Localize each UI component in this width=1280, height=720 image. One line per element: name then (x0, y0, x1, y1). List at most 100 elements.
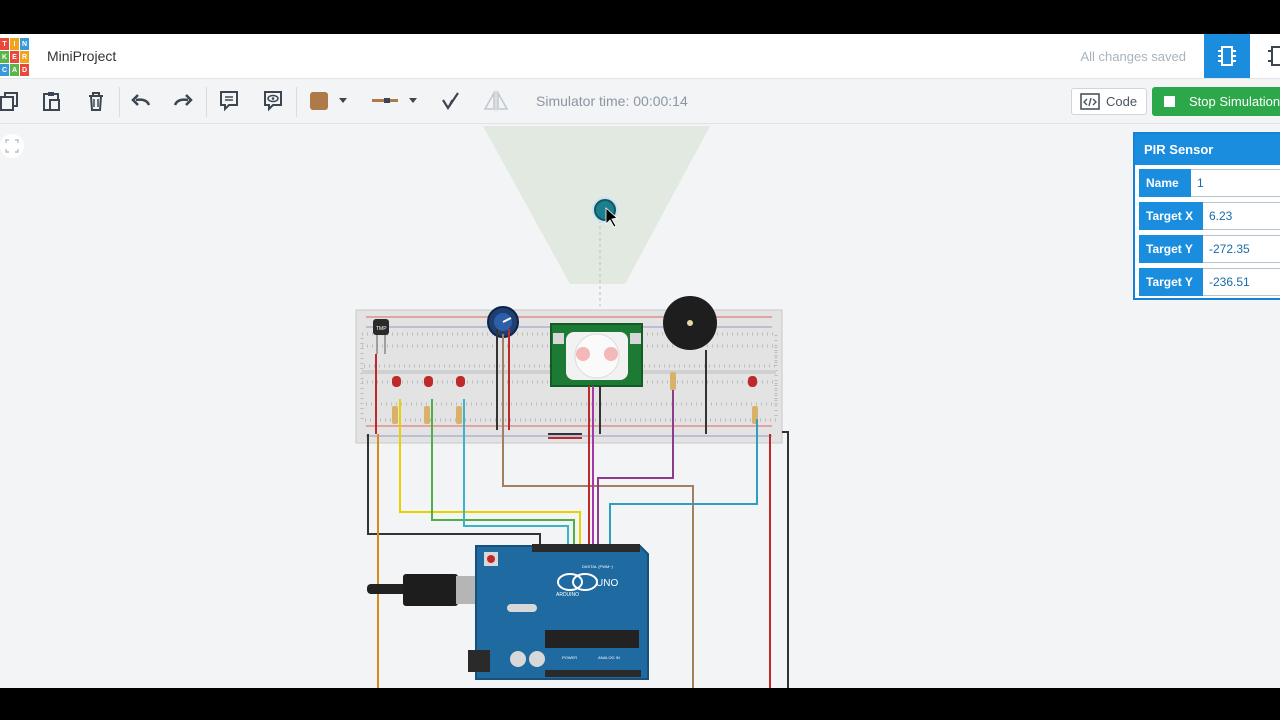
paste-button[interactable] (36, 87, 66, 115)
toolbar: Simulator time: 00:00:14 Code Stop Simul… (0, 79, 1280, 124)
pir-target-handle[interactable] (592, 197, 618, 223)
stop-icon (1164, 96, 1175, 107)
led-2[interactable] (424, 376, 433, 387)
analog-pins-label: ANALOG IN (598, 655, 620, 660)
logo-letter: N (20, 38, 29, 50)
color-swatch (310, 92, 328, 110)
color-picker[interactable] (305, 87, 355, 115)
project-title[interactable]: MiniProject (47, 48, 117, 64)
stop-simulation-button[interactable]: Stop Simulation (1152, 87, 1280, 116)
logo-letter: A (10, 64, 19, 76)
tinkercad-logo[interactable]: T I N K E R C A D (0, 38, 30, 78)
redo-button[interactable] (168, 87, 198, 115)
logo-letter: C (0, 64, 9, 76)
wire[interactable] (399, 399, 581, 546)
name-field[interactable]: 1 (1191, 169, 1280, 197)
toolbar-divider (296, 87, 297, 117)
undo-button[interactable] (126, 87, 156, 115)
target-x-field[interactable]: 6.23 (1203, 202, 1280, 230)
temperature-sensor[interactable]: TMP (373, 319, 389, 354)
pir-sensor[interactable] (550, 323, 643, 387)
toolbar-divider (119, 87, 120, 117)
redo-icon (173, 94, 193, 106)
flip-button[interactable] (481, 87, 511, 115)
code-button-label: Code (1106, 94, 1138, 109)
inspector-row-name: Name 1 (1139, 169, 1280, 197)
copy-button[interactable] (0, 87, 24, 115)
zoom-to-fit-button[interactable] (0, 134, 24, 158)
eye-note-icon (264, 91, 282, 112)
fit-view-icon (5, 139, 19, 153)
inspector-label: Target X (1139, 202, 1203, 230)
logo-letter: D (20, 64, 29, 76)
copy-icon (0, 92, 18, 111)
arduino-uno-board[interactable]: UNO ARDUINO DIGITAL (PWM~) POWER ANALOG … (468, 544, 649, 680)
schematic-icon (1268, 46, 1280, 66)
mouse-cursor-icon (605, 207, 618, 228)
undo-icon (131, 94, 151, 106)
chevron-down-icon (339, 98, 347, 103)
top-bar: T I N K E R C A D MiniProject All change… (0, 34, 1280, 79)
note-icon (220, 91, 238, 112)
inspector-row-target-x: Target X 6.23 (1139, 202, 1280, 230)
delete-button[interactable] (81, 87, 111, 115)
tinkercad-app: T I N K E R C A D MiniProject All change… (0, 34, 1280, 688)
inspector-row-target-y: Target Y -272.35 (1139, 235, 1280, 263)
save-status: All changes saved (1080, 49, 1186, 64)
target-y-field[interactable]: -272.35 (1203, 235, 1280, 263)
piezo-buzzer[interactable] (663, 296, 717, 350)
chevron-down-icon (409, 98, 417, 103)
inspector-label: Target Y (1139, 268, 1203, 296)
wire-type-picker[interactable] (370, 87, 422, 115)
wire[interactable] (609, 419, 758, 546)
digital-pins-label: DIGITAL (PWM~) (582, 564, 614, 569)
code-button[interactable]: Code (1071, 88, 1147, 115)
usb-cable[interactable] (367, 574, 478, 606)
target-y-second-field[interactable]: -236.51 (1203, 268, 1280, 296)
component-inspector: PIR Sensor Name 1 Target X 6.23 Target Y… (1133, 132, 1280, 300)
inspector-label: Target Y (1139, 235, 1203, 263)
toggle-notes-button[interactable] (258, 87, 288, 115)
schematic-view-button[interactable] (1254, 34, 1280, 78)
stop-simulation-label: Stop Simulation (1189, 94, 1280, 109)
wire[interactable] (782, 431, 789, 688)
wire-icon (372, 98, 398, 103)
resistor[interactable] (424, 406, 430, 424)
logo-letter: T (0, 38, 9, 50)
logo-letter: R (20, 51, 29, 63)
pen-icon (442, 92, 459, 111)
wire[interactable] (597, 390, 674, 546)
potentiometer[interactable] (487, 306, 519, 338)
tmp-label: TMP (376, 326, 387, 332)
wire[interactable] (431, 399, 575, 546)
circuit-canvas[interactable]: TMP (0, 124, 1280, 688)
circuit-view-button[interactable] (1204, 34, 1250, 78)
wire[interactable] (367, 434, 541, 546)
inspector-label: Name (1139, 169, 1191, 197)
board-model-label: UNO (596, 578, 618, 589)
power-pins-label: POWER (562, 655, 577, 660)
inspector-row-target-y-2: Target Y -236.51 (1139, 268, 1280, 296)
logo-letter: I (10, 38, 19, 50)
resistor[interactable] (670, 372, 676, 390)
led-4[interactable] (748, 376, 757, 387)
resistor[interactable] (456, 406, 462, 424)
resistor[interactable] (392, 406, 398, 424)
chip-icon (1218, 46, 1236, 66)
wire[interactable] (463, 399, 569, 546)
flip-icon (483, 90, 509, 111)
paste-icon (43, 92, 60, 111)
led-3[interactable] (456, 376, 465, 387)
board-brand-label: ARDUINO (556, 592, 579, 598)
logo-letter: K (0, 51, 9, 63)
trash-icon (89, 92, 103, 111)
led-1[interactable] (392, 376, 401, 387)
pen-tool-button[interactable] (436, 87, 466, 115)
wires[interactable] (367, 329, 789, 688)
simulator-time: Simulator time: 00:00:14 (536, 93, 688, 109)
inspector-title: PIR Sensor (1135, 134, 1280, 165)
code-icon (1080, 93, 1100, 110)
toolbar-divider (206, 87, 207, 117)
notes-button[interactable] (214, 87, 244, 115)
logo-letter: E (10, 51, 19, 63)
